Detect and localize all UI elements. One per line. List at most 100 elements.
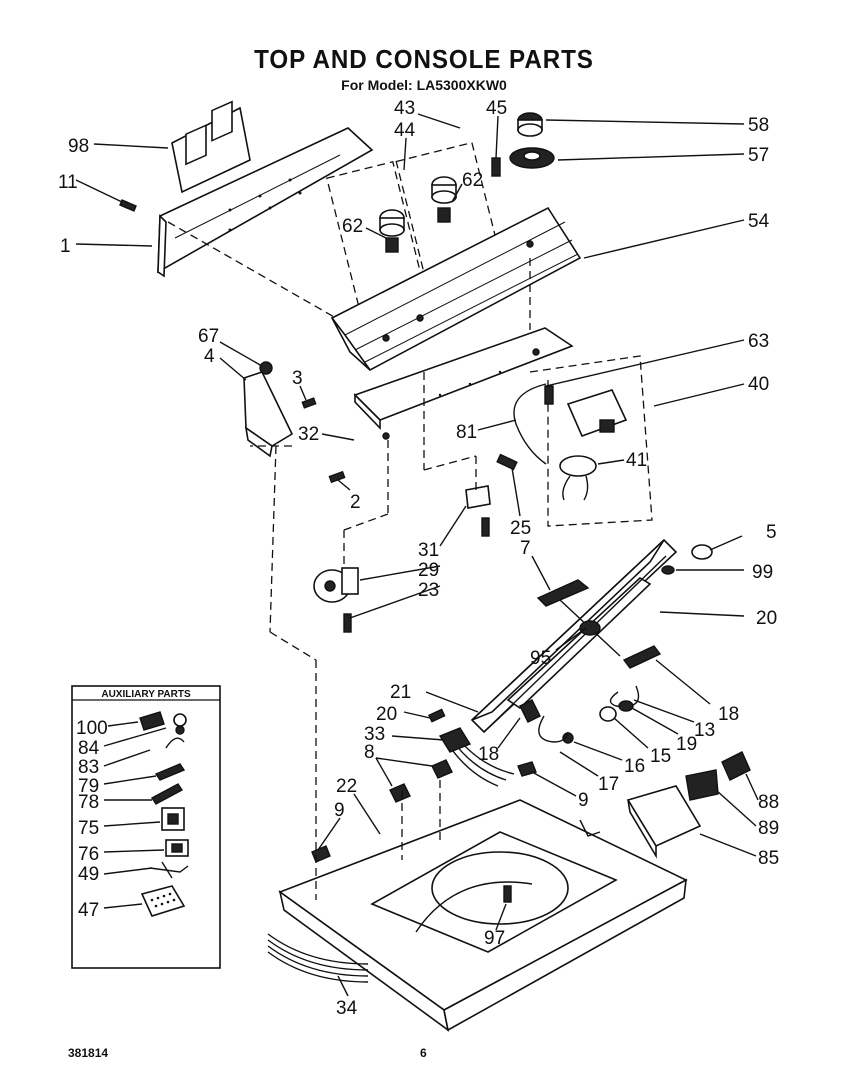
- aux-part-75: [161, 807, 185, 831]
- callout-16: 16: [624, 756, 645, 777]
- callout-89: 89: [758, 818, 779, 839]
- lid-handle-7: [536, 579, 590, 607]
- dashed-assembly-lines: [167, 221, 531, 900]
- callout-41: 41: [626, 450, 647, 471]
- knob-62-right: [431, 176, 457, 223]
- callout-19: 19: [676, 734, 697, 755]
- callout-29: 29: [418, 560, 439, 581]
- callout-leaders: [75, 113, 759, 997]
- aux-callout-47: 47: [78, 900, 99, 921]
- harness-33: [438, 727, 515, 787]
- bleach-dispenser-85: [626, 785, 702, 859]
- aux-part-100: [139, 711, 165, 731]
- aux-part-49: [149, 861, 189, 879]
- lamp-15: [599, 706, 617, 722]
- aux-callout-84: 84: [78, 738, 100, 759]
- callout-40: 40: [748, 374, 769, 395]
- aux-part-79: [154, 763, 186, 781]
- console-back-panel: [157, 127, 374, 278]
- screw-3: [301, 397, 317, 409]
- bracket-31: [465, 485, 491, 509]
- aux-callout-83: 83: [78, 757, 99, 778]
- callout-21: 21: [390, 682, 411, 703]
- bumper-99: [661, 565, 675, 575]
- callout-98: 98: [68, 136, 89, 157]
- callout-13: 13: [694, 720, 715, 741]
- switch-88: [721, 751, 751, 781]
- callout-20-lower: 20: [376, 704, 397, 725]
- aux-part-83: [165, 737, 185, 749]
- callout-4: 4: [204, 346, 215, 367]
- auxiliary-parts-title: AUXILIARY PARTS: [101, 689, 191, 700]
- wire-81: [513, 383, 547, 465]
- hinge-95: [579, 620, 601, 636]
- callout-15: 15: [650, 746, 671, 767]
- actuator-89: [685, 769, 719, 801]
- callout-31: 31: [418, 540, 439, 561]
- timer-knob-58: [517, 112, 543, 137]
- callout-81: 81: [456, 422, 477, 443]
- aux-callout-76: 76: [78, 844, 99, 865]
- callout-32: 32: [298, 424, 319, 445]
- callout-23: 23: [418, 580, 439, 601]
- wire-17: [538, 715, 569, 743]
- aux-part-47: [140, 885, 186, 917]
- screw-63: [544, 385, 554, 405]
- aux-part-78: [150, 783, 184, 805]
- switch-18-upper: [622, 645, 662, 669]
- screw-20-lower: [428, 708, 446, 723]
- clips-8: [389, 759, 453, 803]
- document-number: 381814: [68, 1046, 109, 1060]
- socket-19: [618, 700, 634, 712]
- harness-13: [609, 685, 640, 708]
- clip-9-left: [311, 845, 331, 863]
- aux-callout-78: 78: [78, 792, 99, 813]
- wire-bundle-34: [267, 933, 369, 983]
- model-subtitle: For Model: LA5300XKW0: [341, 77, 507, 93]
- aux-callout-49: 49: [78, 864, 99, 885]
- callout-8: 8: [364, 742, 375, 763]
- screw-2: [328, 470, 346, 484]
- callout-18-upper: 18: [718, 704, 739, 725]
- callout-62-right: 62: [462, 170, 483, 191]
- switch-41: [559, 455, 597, 501]
- callout-57: 57: [748, 145, 769, 166]
- auxiliary-parts-box: AUXILIARY PARTS 100 84 83 79 78 75 76 49…: [71, 685, 221, 969]
- callout-63: 63: [748, 331, 769, 352]
- callout-95: 95: [530, 648, 551, 669]
- callout-67: 67: [198, 326, 219, 347]
- console-54: [330, 206, 582, 372]
- page-number: 6: [420, 1046, 427, 1060]
- timer-dial-57: [509, 147, 555, 169]
- panel-bracket: [171, 100, 251, 194]
- screw-45: [491, 157, 501, 177]
- callout-34: 34: [336, 998, 358, 1019]
- aux-callout-100: 100: [76, 718, 108, 739]
- clip-9-right: [517, 761, 537, 777]
- callout-88: 88: [758, 792, 779, 813]
- screw-97: [503, 885, 512, 903]
- callout-5: 5: [766, 522, 777, 543]
- callout-17: 17: [598, 774, 619, 795]
- callout-1: 1: [60, 236, 71, 257]
- callout-2: 2: [350, 492, 361, 513]
- console-base-32: [353, 327, 574, 440]
- aux-callout-75: 75: [78, 818, 99, 839]
- selector-switch-29: [313, 567, 359, 603]
- clip-67: [259, 361, 273, 375]
- callout-85: 85: [758, 848, 779, 869]
- callout-9-right: 9: [578, 790, 589, 811]
- page-title: TOP AND CONSOLE PARTS: [254, 44, 594, 74]
- callout-7: 7: [520, 538, 531, 559]
- callout-18-lower: 18: [478, 744, 499, 765]
- switch-18-lower: [519, 699, 541, 723]
- screw-25: [496, 453, 518, 471]
- aux-callout-79: 79: [78, 776, 99, 797]
- callout-97: 97: [484, 928, 505, 949]
- callout-3: 3: [292, 368, 303, 389]
- callout-44: 44: [394, 120, 416, 141]
- screw-31: [481, 517, 490, 537]
- callout-22: 22: [336, 776, 357, 797]
